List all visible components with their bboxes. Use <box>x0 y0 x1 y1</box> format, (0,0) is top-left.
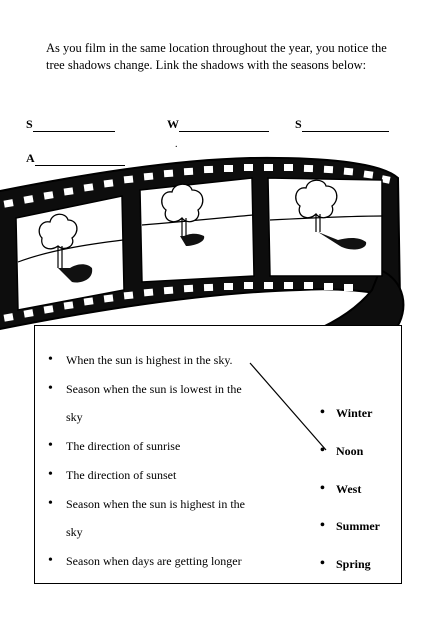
clue-text: Season when the sun is highest in the <box>66 497 245 511</box>
answer-text: Summer <box>336 519 380 533</box>
season-blank-2[interactable]: W <box>167 117 269 132</box>
answer-text: Winter <box>336 406 373 420</box>
sprocket-holes-bottom <box>3 282 353 322</box>
clue-text: Season when the sun is lowest in the <box>66 382 242 396</box>
answer-text: Spring <box>336 557 371 571</box>
tree-icon <box>295 179 338 232</box>
film-frame-1 <box>15 195 125 311</box>
bullet-icon: • <box>320 405 325 420</box>
season-blank-3[interactable]: S <box>295 117 389 132</box>
season-blank-1[interactable]: S <box>26 117 115 132</box>
film-frame-2 <box>139 177 255 283</box>
answer-line <box>34 154 125 166</box>
answer-text: Noon <box>336 444 364 458</box>
tree-icon <box>161 183 204 236</box>
season-blank-letter: A <box>26 151 35 165</box>
bullet-icon: • <box>48 352 53 367</box>
clue-text: sky <box>66 410 83 424</box>
sprocket-holes-top <box>3 164 391 208</box>
answer-text: West <box>336 482 362 496</box>
bullet-icon: • <box>320 481 325 496</box>
clue-text: When the sun is highest in the sky. <box>66 353 233 367</box>
bullet-icon: • <box>48 553 53 568</box>
film-frame-3 <box>267 177 383 277</box>
bullet-icon: • <box>48 496 53 511</box>
bullet-icon: • <box>48 467 53 482</box>
clue-text: Season when days are getting longer <box>66 554 242 568</box>
clue-text: The direction of sunset <box>66 468 177 482</box>
bullet-icon: • <box>320 556 325 571</box>
answer-line <box>301 120 389 132</box>
season-blank-letter: S <box>26 117 33 131</box>
season-blank-letter: S <box>295 117 302 131</box>
matching-box <box>34 325 402 584</box>
stray-dot: . <box>175 139 178 150</box>
bullet-icon: • <box>48 381 53 396</box>
clue-text: The direction of sunrise <box>66 439 181 453</box>
answer-line <box>32 120 115 132</box>
season-blank-letter: W <box>167 117 179 131</box>
bullet-icon: • <box>48 438 53 453</box>
tree-shadow <box>318 232 367 250</box>
tree-icon <box>38 213 78 268</box>
season-blank-4[interactable]: A <box>26 151 125 166</box>
clue-text: sky <box>66 525 83 539</box>
answer-line <box>179 120 269 132</box>
tree-shadow <box>58 264 93 283</box>
tree-shadow <box>180 233 205 246</box>
bullet-icon: • <box>320 518 325 533</box>
film-strip-illustration <box>0 156 405 380</box>
instructions-text: As you film in the same location through… <box>46 41 387 72</box>
bullet-icon: • <box>320 443 325 458</box>
